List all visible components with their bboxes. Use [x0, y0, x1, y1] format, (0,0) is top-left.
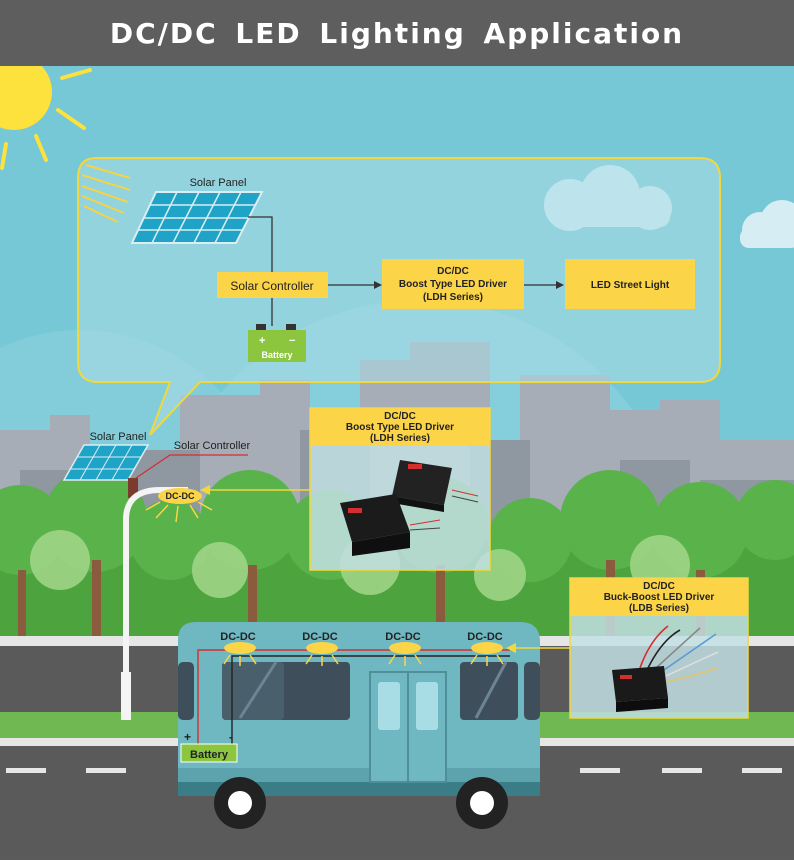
ldb-card-line1: DC/DC [643, 581, 675, 592]
street-solar-panel-label: Solar Panel [90, 431, 147, 443]
lane-markings [6, 768, 782, 773]
bus-lamp-label-3: DC-DC [385, 631, 420, 643]
cloud-icon [740, 200, 794, 248]
sun-icon [0, 54, 92, 170]
bus-lamp-label-4: DC-DC [467, 631, 502, 643]
led-driver-module-icon [340, 460, 479, 556]
street-driver-arrow-head [200, 485, 210, 495]
flow-ldh-line2: Boost Type LED Driver [399, 279, 507, 290]
flow-solar-controller-label: Solar Controller [230, 279, 313, 293]
bus-battery-minus: - [229, 730, 233, 744]
bus-driver-arrow-head [506, 643, 516, 653]
bus-battery-box [180, 743, 238, 763]
page-title: DC/DC LED Lighting Application [0, 0, 794, 66]
flow-solar-panel-label: Solar Panel [190, 177, 247, 189]
controller-pointer-line [135, 454, 248, 479]
solar-panel-icon [62, 444, 150, 481]
bus-lamp-label-1: DC-DC [220, 631, 255, 643]
street-solar-controller-label: Solar Controller [174, 440, 251, 452]
flow-battery-plus: + [259, 335, 265, 347]
led-driver-module-icon [612, 625, 719, 712]
flow-arrow-head [556, 281, 564, 289]
ldh-card-line3: (LDH Series) [370, 433, 430, 444]
street-lamp-label: DC-DC [166, 491, 195, 501]
bus-lamp-label-2: DC-DC [302, 631, 337, 643]
flow-battery-label: Battery [261, 350, 292, 360]
flow-battery-minus: − [289, 335, 295, 347]
flow-ldh-driver-box [382, 259, 524, 309]
bus-battery-label: Battery [190, 749, 229, 761]
street-lamp-icon [121, 478, 213, 720]
bus-lamps [223, 642, 504, 666]
flow-solar-controller-box [217, 272, 328, 298]
flow-arrow-head [374, 281, 382, 289]
bus-lamp-4 [470, 642, 504, 666]
flow-ldh-line3: (LDH Series) [423, 292, 483, 303]
ldh-card-line1: DC/DC [384, 411, 416, 422]
flow-ldh-line1: DC/DC [437, 266, 469, 277]
ldb-card-line3: (LDB Series) [629, 603, 689, 614]
solar-panel-icon [130, 191, 264, 244]
bus-battery-plus: + [184, 730, 191, 744]
bus-icon [178, 622, 540, 829]
bus-lamp-1 [223, 642, 257, 666]
flow-led-street-light-box [565, 259, 695, 309]
flow-led-street-light-label: LED Street Light [591, 280, 670, 291]
ldb-product-card-header [570, 578, 748, 616]
bus-lamp-3 [388, 642, 422, 666]
battery-icon [248, 324, 306, 362]
sunlight-rays [81, 164, 131, 223]
ldh-card-line2: Boost Type LED Driver [346, 422, 454, 433]
bus-lamp-2 [305, 642, 339, 666]
ldh-product-card-header [310, 408, 490, 446]
flow-connectors [248, 216, 562, 326]
ldb-card-line2: Buck-Boost LED Driver [604, 592, 715, 603]
